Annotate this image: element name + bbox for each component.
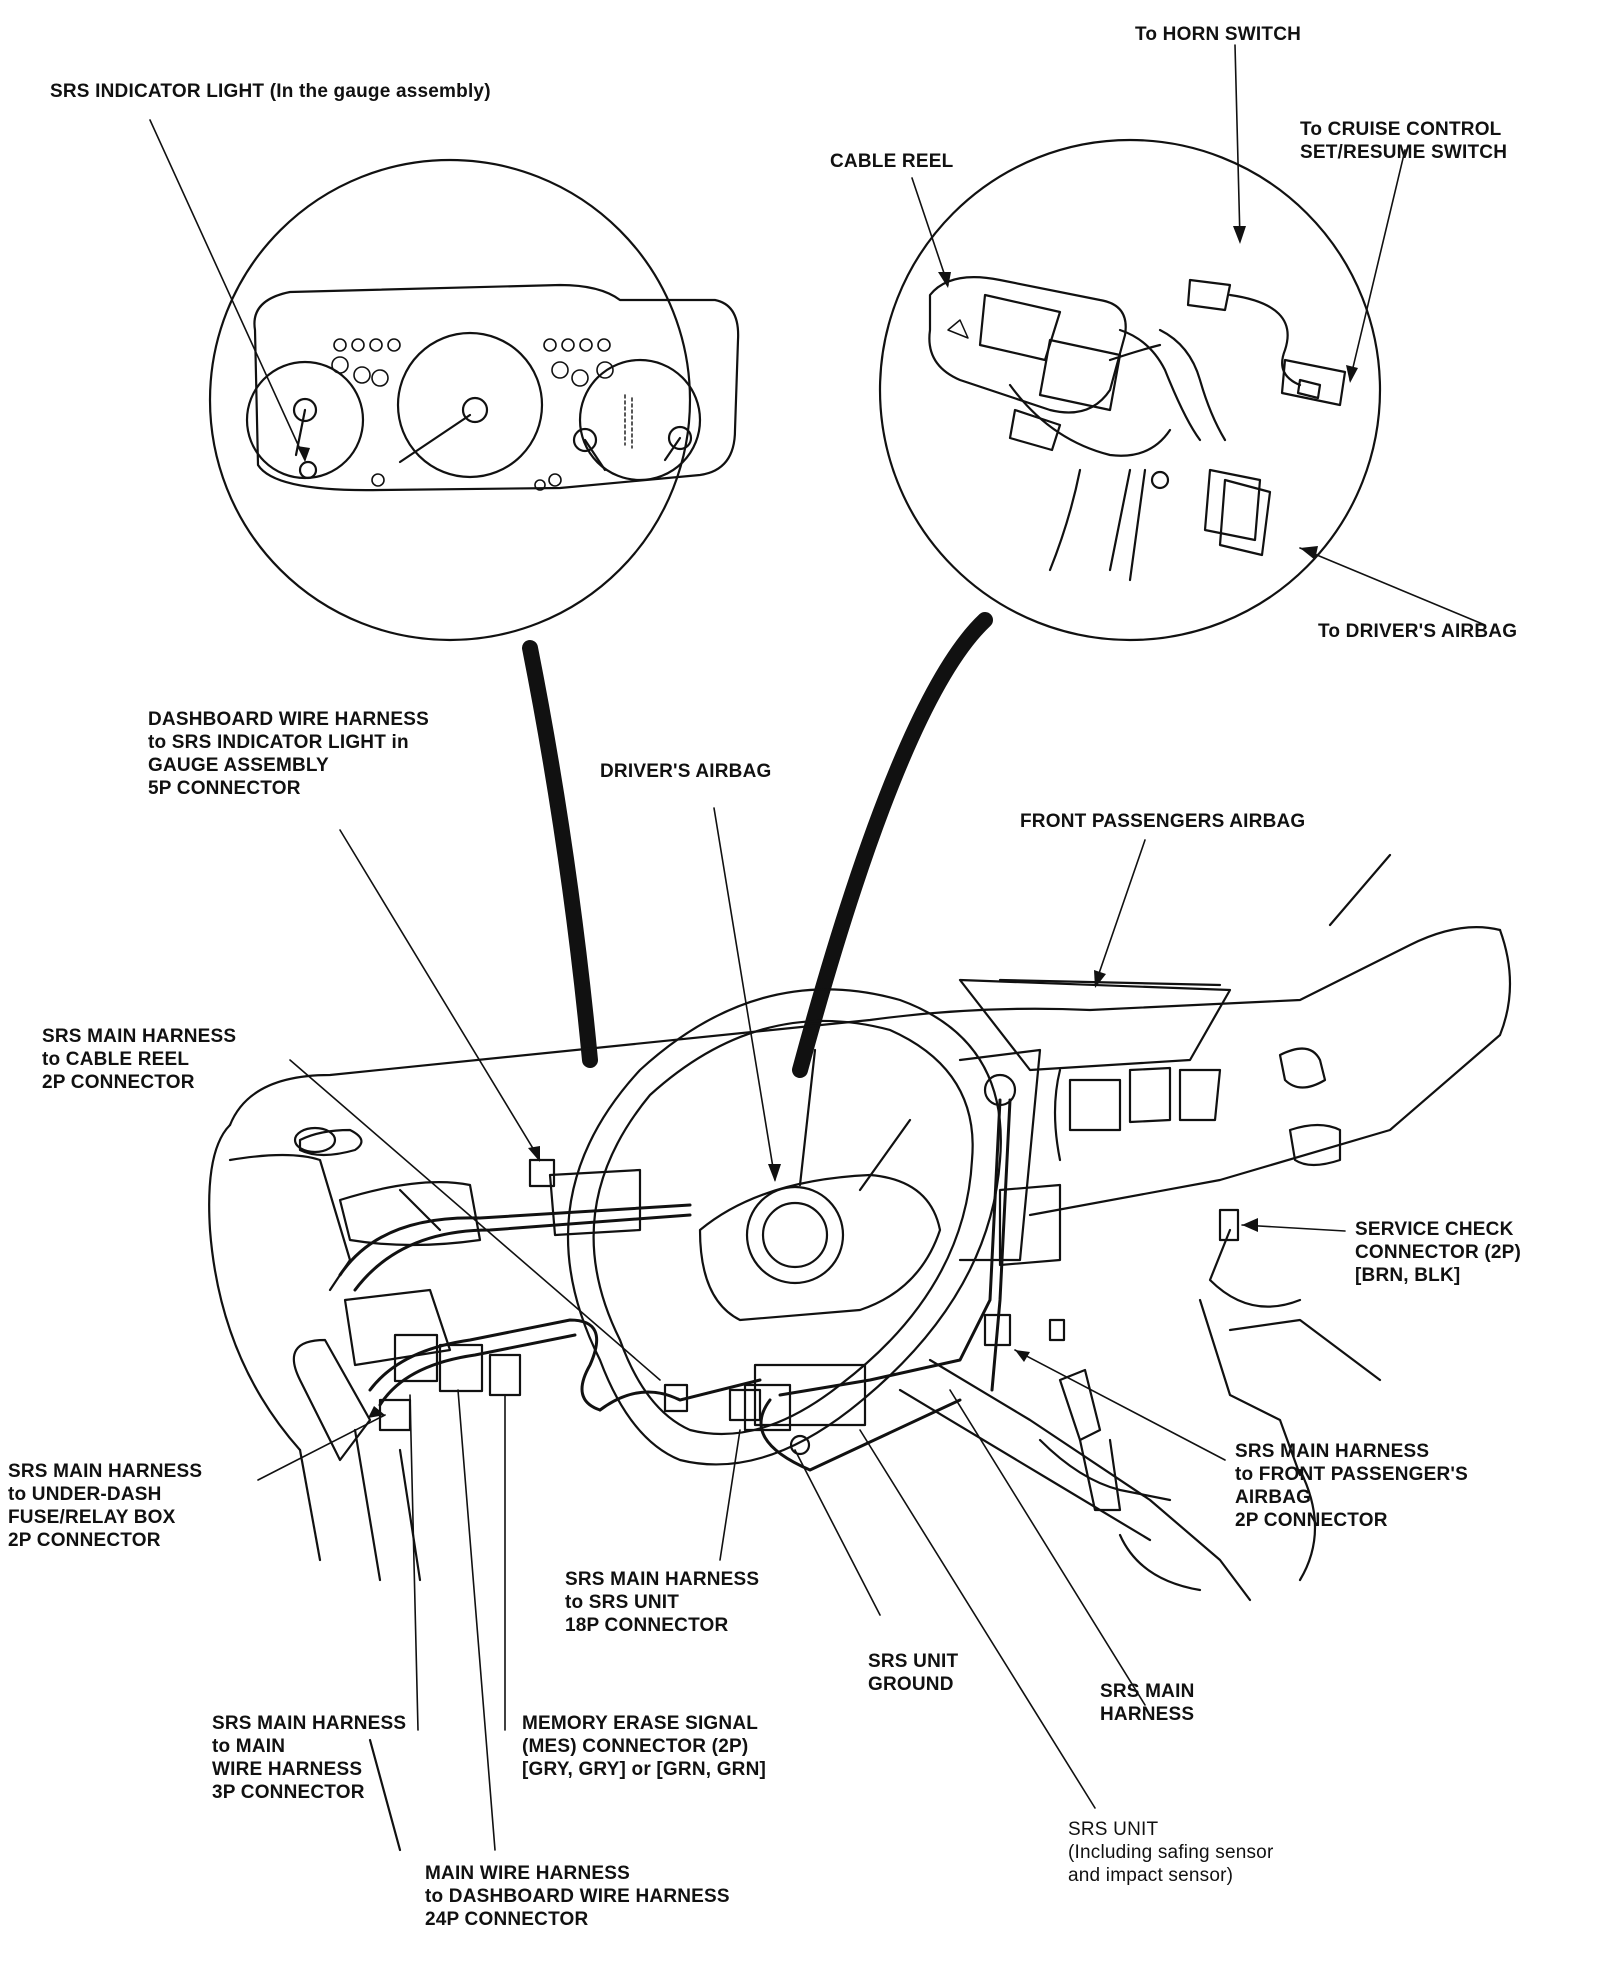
srs-unit-ground-label: SRS UNIT GROUND bbox=[868, 1651, 959, 1695]
cable-reel-detail-inset bbox=[878, 138, 1382, 642]
to-horn-switch-label: To HORN SWITCH bbox=[1135, 24, 1302, 45]
srs-main-harness-route bbox=[338, 1098, 1012, 1472]
srs-main-underdash-2p-label: SRS MAIN HARNESS to UNDER-DASH FUSE/RELA… bbox=[8, 1461, 203, 1551]
srs-indicator-light-label: SRS INDICATOR LIGHT (In the gauge assemb… bbox=[50, 81, 491, 102]
srs-main-srs-unit-18p-label: SRS MAIN HARNESS to SRS UNIT 18P CONNECT… bbox=[565, 1569, 760, 1636]
to-drivers-airbag-label: To DRIVER'S AIRBAG bbox=[1318, 621, 1518, 642]
drivers-airbag-label: DRIVER'S AIRBAG bbox=[600, 761, 772, 782]
dashboard-harness-5p-label: DASHBOARD WIRE HARNESS to SRS INDICATOR … bbox=[148, 709, 429, 799]
front-passengers-airbag-label: FRONT PASSENGERS AIRBAG bbox=[1020, 811, 1306, 832]
to-cruise-control-label: To CRUISE CONTROL SET/RESUME SWITCH bbox=[1300, 119, 1508, 163]
arrowheads bbox=[297, 226, 1358, 1418]
srs-main-main-wire-3p-label: SRS MAIN HARNESS to MAIN WIRE HARNESS 3P… bbox=[212, 1713, 407, 1803]
cable-reel-label: CABLE REEL bbox=[830, 151, 954, 172]
srs-unit-label: SRS UNIT (Including safing sensor and im… bbox=[1068, 1819, 1274, 1886]
dashboard-illustration bbox=[208, 853, 1512, 1852]
srs-main-front-passenger-2p-label: SRS MAIN HARNESS to FRONT PASSENGER'S AI… bbox=[1235, 1441, 1469, 1531]
harness-connectors bbox=[378, 1073, 1240, 1456]
srs-main-cable-reel-2p-label: SRS MAIN HARNESS to CABLE REEL 2P CONNEC… bbox=[42, 1026, 237, 1093]
mes-connector-label: MEMORY ERASE SIGNAL (MES) CONNECTOR (2P)… bbox=[522, 1713, 767, 1780]
gauge-detail-inset bbox=[208, 158, 740, 642]
steering-wheel bbox=[566, 988, 1002, 1466]
service-check-connector-label: SERVICE CHECK CONNECTOR (2P) [BRN, BLK] bbox=[1355, 1219, 1522, 1286]
srs-main-harness-label: SRS MAIN HARNESS bbox=[1100, 1681, 1195, 1725]
main-to-dashboard-24p-label: MAIN WIRE HARNESS to DASHBOARD WIRE HARN… bbox=[425, 1863, 730, 1930]
leader-lines bbox=[149, 44, 1486, 1851]
